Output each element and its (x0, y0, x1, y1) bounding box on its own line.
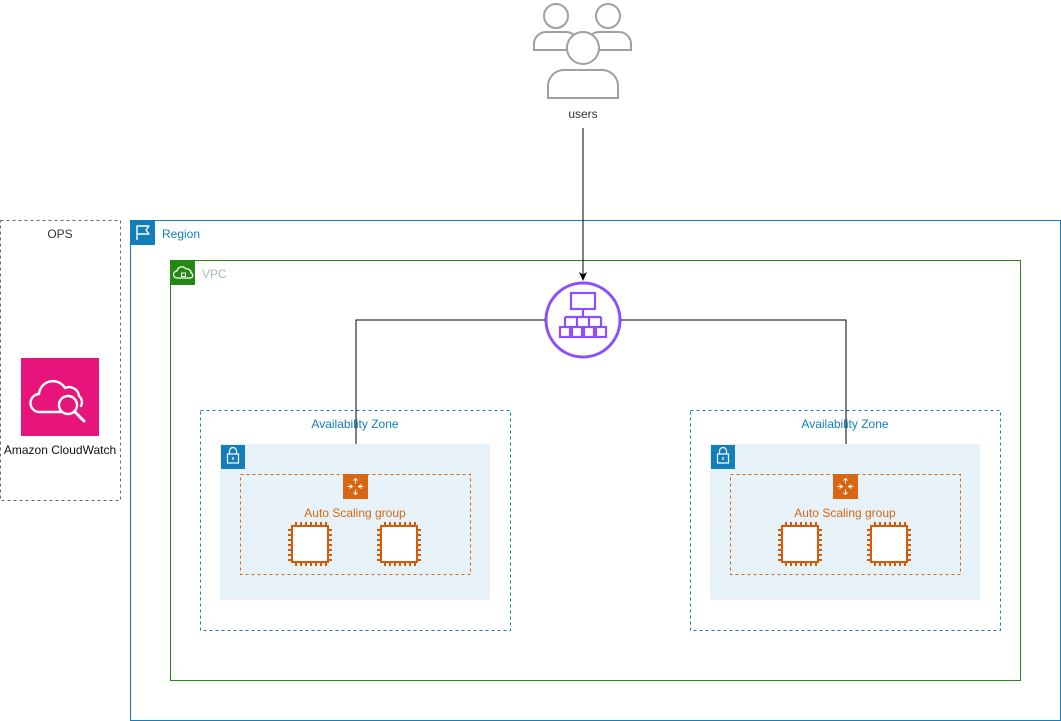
az-1-label: Availability Zone (311, 417, 399, 431)
cloudwatch-icon[interactable] (21, 358, 99, 436)
az-boundary (200, 410, 511, 631)
auto-scaling-icon (343, 474, 368, 499)
region-label: Region (162, 227, 201, 241)
users-label: users (568, 107, 598, 121)
availability-zone-1[interactable] (200, 410, 511, 631)
subnet[interactable] (710, 444, 980, 600)
asg-2-label: Auto Scaling group (794, 506, 896, 520)
load-balancer-to-asg-1-arrow (352, 319, 545, 475)
ec2-instance-icon[interactable] (778, 522, 822, 566)
ec2-instance-icon[interactable] (288, 522, 332, 566)
cloudwatch-label: Amazon CloudWatch (3, 443, 117, 457)
az-boundary (690, 410, 1001, 631)
vpc-group[interactable] (170, 260, 1021, 681)
lock-icon (221, 445, 245, 469)
az-2-label: Availability Zone (801, 417, 889, 431)
ops-group-label: OPS (47, 227, 73, 241)
ec2-instance-icon[interactable] (867, 522, 911, 566)
asg-1-label: Auto Scaling group (304, 506, 406, 520)
region-flag-icon (130, 220, 155, 245)
lock-icon (711, 445, 735, 469)
auto-scaling-icon (833, 474, 858, 499)
ops-group[interactable] (0, 220, 121, 501)
availability-zone-2[interactable] (690, 410, 1001, 631)
ec2-instance-icon[interactable] (377, 522, 421, 566)
users-icon[interactable] (533, 3, 632, 99)
elastic-load-balancer-icon[interactable] (544, 281, 622, 359)
subnet[interactable] (220, 444, 490, 600)
vpc-cloud-icon (170, 260, 195, 285)
load-balancer-to-asg-2-arrow (621, 319, 850, 475)
vpc-label: VPC (202, 267, 227, 281)
